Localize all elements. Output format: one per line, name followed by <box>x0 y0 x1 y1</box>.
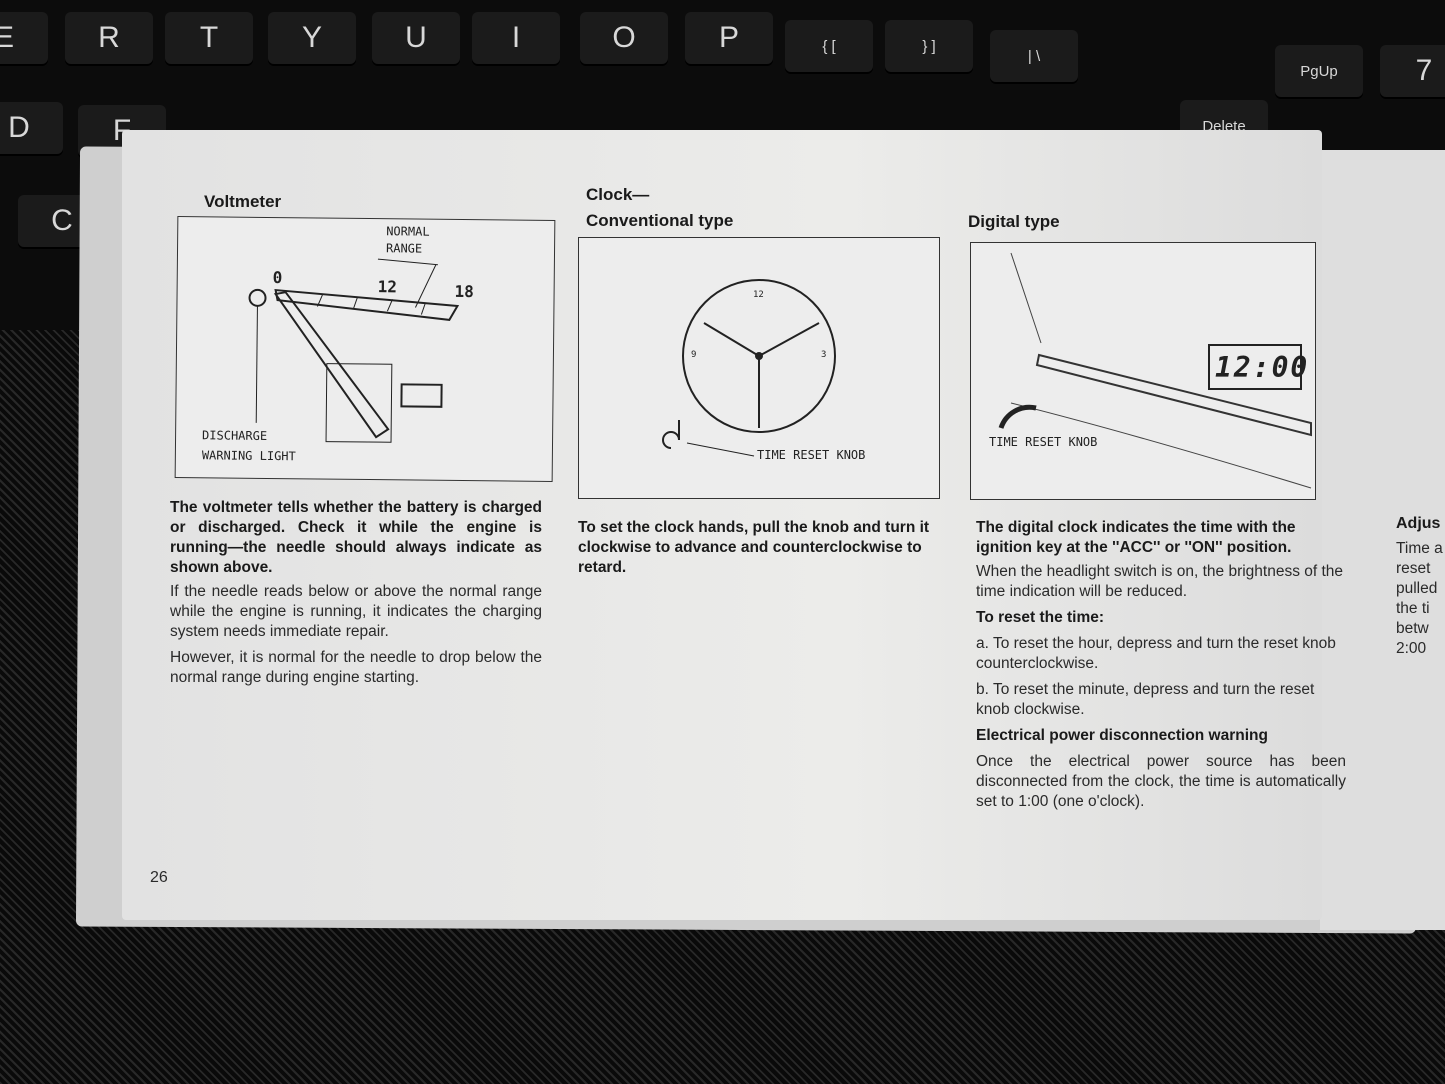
normal-range-label: NORMAL RANGE <box>385 224 430 256</box>
scale-0-label: 0 <box>272 268 283 288</box>
right-line: Time a <box>1396 540 1443 557</box>
digital-text-column: The digital clock indicates the time wit… <box>976 518 1346 812</box>
key-u: U <box>372 12 460 64</box>
voltmeter-bold-text: The voltmeter tells whether the battery … <box>170 499 542 576</box>
key-r: R <box>65 12 153 64</box>
warning-text: Once the electrical power source has bee… <box>976 753 1346 810</box>
page-number: 26 <box>150 869 168 886</box>
right-line: betw <box>1396 620 1429 637</box>
voltmeter-illustration <box>248 258 460 443</box>
key-p: P <box>685 12 773 64</box>
clock-conventional-title: Clock— Conventional type <box>586 185 734 230</box>
right-page-column: Adjus Time a reset pulled the ti betw 2:… <box>1396 515 1443 659</box>
voltmeter-title: Voltmeter <box>204 192 282 211</box>
right-line: 2:00 <box>1396 640 1427 657</box>
key-e: E <box>0 12 48 64</box>
time-reset-knob-label: TIME RESET KNOB <box>757 448 866 462</box>
digital-para1: When the headlight switch is on, the bri… <box>976 563 1344 600</box>
scale-18-label: 18 <box>454 281 474 302</box>
discharge-warning-label: DISCHARGE WARNING LIGHT <box>201 428 296 464</box>
reset-step-a: a. To reset the hour, depress and turn t… <box>976 635 1336 672</box>
manual-page: Voltmeter NORMAL RANGE 0 12 18 DISCHARGE… <box>122 130 1346 920</box>
digital-clock-diagram: 12:00 TIME RESET KNOB <box>970 242 1316 500</box>
key-i: I <box>472 12 560 64</box>
clock-conventional-text: To set the clock hands, pull the knob an… <box>578 519 930 576</box>
right-line: pulled <box>1396 580 1438 597</box>
voltmeter-text-column: The voltmeter tells whether the battery … <box>170 498 542 688</box>
digital-clock-illustration <box>998 252 1312 489</box>
analog-clock-illustration <box>662 279 836 457</box>
key-y: Y <box>268 12 356 64</box>
key-t: T <box>165 12 253 64</box>
conventional-clock-diagram: 12 3 9 TIME RESET KNOB <box>578 237 940 499</box>
right-page: Adjus Time a reset pulled the ti betw 2:… <box>1320 150 1445 930</box>
clock-9-label: 9 <box>691 350 697 360</box>
scale-12-label: 12 <box>377 277 398 297</box>
warning-heading: Electrical power disconnection warning <box>976 727 1268 744</box>
reset-step-b: b. To reset the minute, depress and turn… <box>976 681 1315 718</box>
right-heading: Adjus <box>1396 515 1441 532</box>
clock-3-label: 3 <box>821 350 827 360</box>
digital-bold-text: The digital clock indicates the time wit… <box>976 519 1296 556</box>
voltmeter-para1: If the needle reads below or above the n… <box>170 583 542 640</box>
key-7: 7 <box>1380 45 1445 97</box>
key-o: O <box>580 12 668 64</box>
time-reset-knob-label-digital: TIME RESET KNOB <box>989 435 1098 449</box>
digital-display: 12:00 <box>1215 351 1310 384</box>
key-pgup: PgUp <box>1275 45 1363 97</box>
voltmeter-para2: However, it is normal for the needle to … <box>170 649 542 686</box>
digital-type-title: Digital type <box>968 212 1060 231</box>
voltmeter-diagram: NORMAL RANGE 0 12 18 DISCHARGE WARNING L… <box>174 216 556 482</box>
key-d: D <box>0 102 63 154</box>
clock-12-label: 12 <box>753 290 764 300</box>
key-brace-open: { [ <box>785 20 873 72</box>
right-line: reset <box>1396 560 1431 577</box>
right-line: the ti <box>1396 600 1430 617</box>
key-pipe: | \ <box>990 30 1078 82</box>
key-brace-close: } ] <box>885 20 973 72</box>
reset-heading: To reset the time: <box>976 609 1105 626</box>
